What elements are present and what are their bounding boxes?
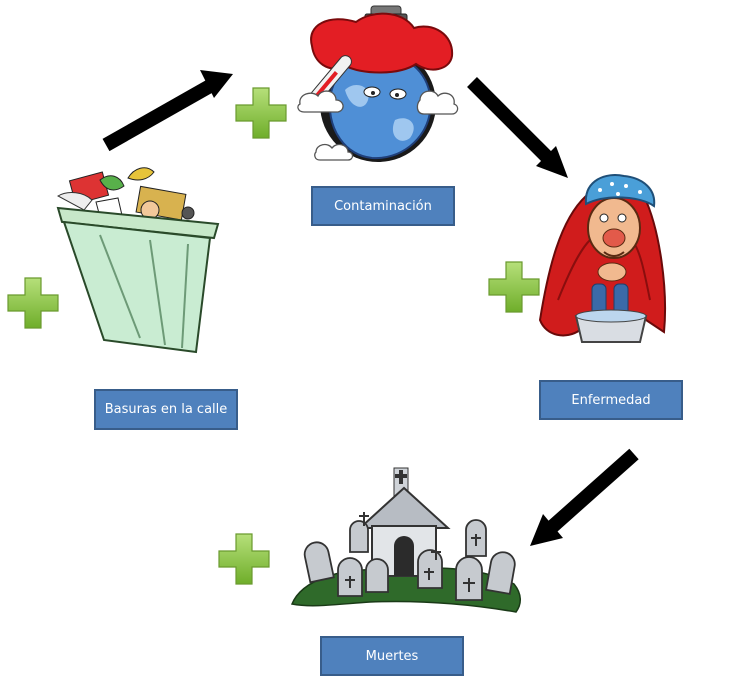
- arrow-basuras-to-contaminacion: [102, 70, 233, 152]
- node-muertes-label: Muertes: [320, 636, 464, 676]
- arrow-contaminacion-to-enfermedad: [467, 77, 568, 178]
- cemetery-icon: [290, 467, 521, 613]
- green-plus-icon: [218, 533, 270, 585]
- green-plus-icon: [235, 87, 287, 139]
- green-plus-icon: [488, 261, 540, 313]
- arrow-enfermedad-to-muertes: [530, 448, 639, 546]
- node-basuras-label: Basuras en la calle: [94, 389, 238, 430]
- node-contaminacion-label: Contaminación: [311, 186, 455, 226]
- sick-earth-icon: [297, 5, 459, 162]
- trash-can-icon: [56, 167, 220, 354]
- sick-person-icon: [538, 174, 667, 343]
- node-enfermedad-label: Enfermedad: [539, 380, 683, 420]
- green-plus-icon: [7, 277, 59, 329]
